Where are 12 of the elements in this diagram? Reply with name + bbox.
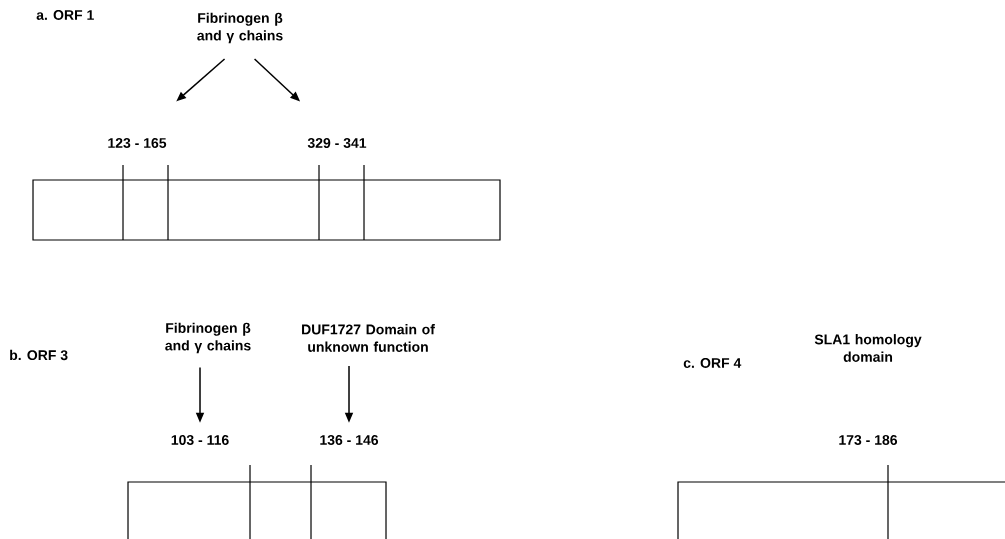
panel-label: c. ORF 4 xyxy=(683,358,742,368)
residue-range: 123 - 165 xyxy=(108,138,167,148)
residue-range: 103 - 116 xyxy=(171,435,229,445)
domain-label: SLA1 homology domain xyxy=(814,334,922,362)
panel-label: a. ORF 1 xyxy=(36,10,94,20)
panel-label: b. ORF 3 xyxy=(10,349,68,361)
residue-range: 136 - 146 xyxy=(320,435,379,445)
domain-label: Fibrinogen β and γ chains xyxy=(197,12,283,44)
residue-range: 173 - 186 xyxy=(839,435,898,445)
residue-range: 329 - 341 xyxy=(307,138,367,148)
domain-label: DUF1727 Domain of unknown function xyxy=(302,324,435,352)
domain-label: Fibrinogen β and γ chains xyxy=(165,322,251,354)
